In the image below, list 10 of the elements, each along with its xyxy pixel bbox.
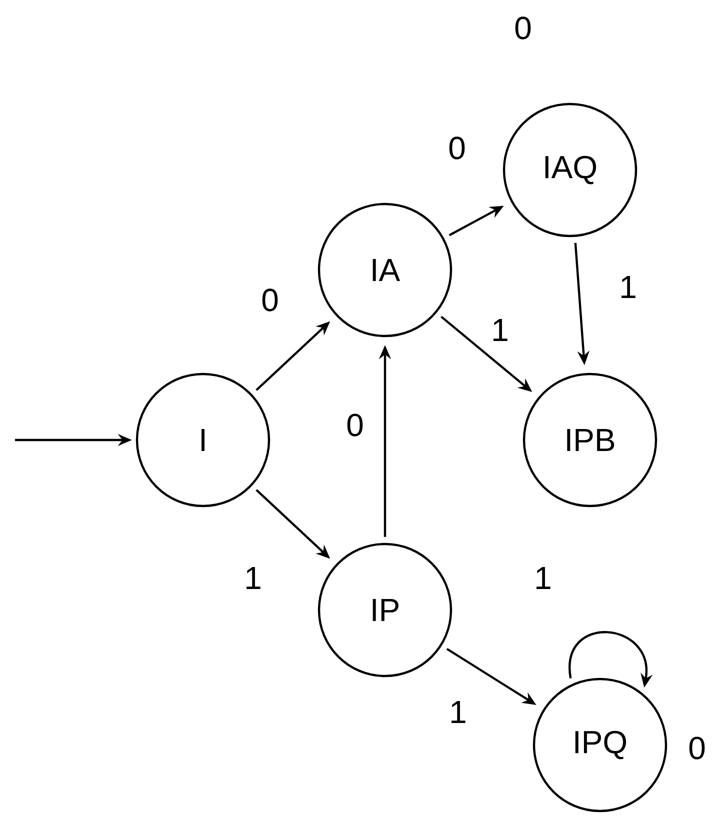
edge-label: 0 xyxy=(449,136,465,160)
edge-label: 0 xyxy=(347,414,363,436)
edge-label: 1 xyxy=(536,567,550,590)
edge-label: 0 xyxy=(262,288,278,312)
edge-label: 1 xyxy=(452,701,466,724)
edge-label: 1 xyxy=(494,319,508,342)
label: 0 xyxy=(515,16,531,40)
edge-label: 1 xyxy=(246,567,260,590)
label: 0 xyxy=(689,736,705,760)
edge-label: 1 xyxy=(622,276,636,298)
